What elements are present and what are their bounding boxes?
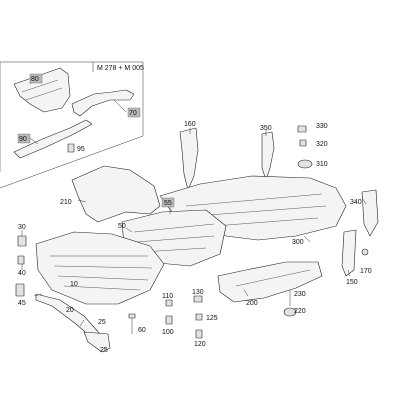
callout-330: 330	[316, 123, 328, 130]
callout-150: 150	[346, 279, 358, 286]
callout-125: 125	[206, 315, 218, 322]
callout-95: 95	[77, 146, 85, 153]
part-200-rear-shield	[217, 261, 323, 303]
part-30-40-45-fasteners	[15, 235, 27, 297]
callout-10: 10	[70, 281, 78, 288]
part-160-brace	[179, 127, 199, 191]
callout-box-90	[17, 133, 31, 144]
callout-160: 160	[184, 121, 196, 128]
callout-100: 100	[162, 329, 174, 336]
callout-210: 210	[60, 199, 72, 206]
callout-310: 310	[316, 161, 328, 168]
callout-30: 30	[18, 224, 26, 231]
part-80-heat-shield	[13, 67, 71, 113]
callout-110: 110	[162, 293, 173, 300]
part-210-panel	[71, 165, 161, 223]
callout-340: 340	[350, 199, 362, 206]
callout-60: 60	[138, 327, 146, 334]
callout-box-70	[127, 107, 141, 118]
callout-170: 170	[360, 268, 372, 275]
callout-box-55	[161, 197, 175, 208]
part-90-strut	[13, 119, 93, 159]
part-150-brace	[341, 229, 357, 277]
part-25-bracket	[83, 331, 111, 353]
callout-350: 350	[260, 125, 272, 132]
callout-40: 40	[18, 270, 26, 277]
callout-120: 120	[194, 341, 206, 348]
part-60-bolt	[128, 313, 136, 334]
part-130-125-120-fasteners	[193, 295, 203, 339]
callout-200: 200	[246, 300, 258, 307]
callout-55: 55	[164, 200, 172, 207]
part-10-front-shield	[35, 231, 165, 305]
callout-70: 70	[129, 110, 137, 117]
part-95-clip	[67, 143, 75, 153]
part-340-brace	[361, 189, 379, 237]
part-350-brace	[261, 131, 275, 181]
callout-25-lower: 25	[100, 347, 108, 354]
callout-320: 320	[316, 141, 328, 148]
callout-230: 230	[294, 291, 306, 298]
part-230-220-fasteners	[283, 290, 297, 317]
callout-25: 25	[98, 319, 106, 326]
part-110-100-clips	[165, 299, 173, 325]
callout-220: 220	[294, 308, 306, 315]
callout-20: 20	[66, 307, 74, 314]
callout-90: 90	[19, 136, 27, 143]
part-330-320-310-fastener	[297, 125, 313, 169]
part-170-nut	[361, 248, 369, 256]
callout-box-80	[29, 73, 43, 84]
callout-80: 80	[31, 76, 39, 83]
part-70-bracket	[71, 89, 135, 117]
inset-title: M 278 + M 005	[97, 65, 144, 72]
callout-130: 130	[192, 289, 204, 296]
inset-frame	[0, 61, 144, 189]
callout-300: 300	[292, 239, 304, 246]
callout-50: 50	[118, 223, 126, 230]
callout-45: 45	[18, 300, 26, 307]
